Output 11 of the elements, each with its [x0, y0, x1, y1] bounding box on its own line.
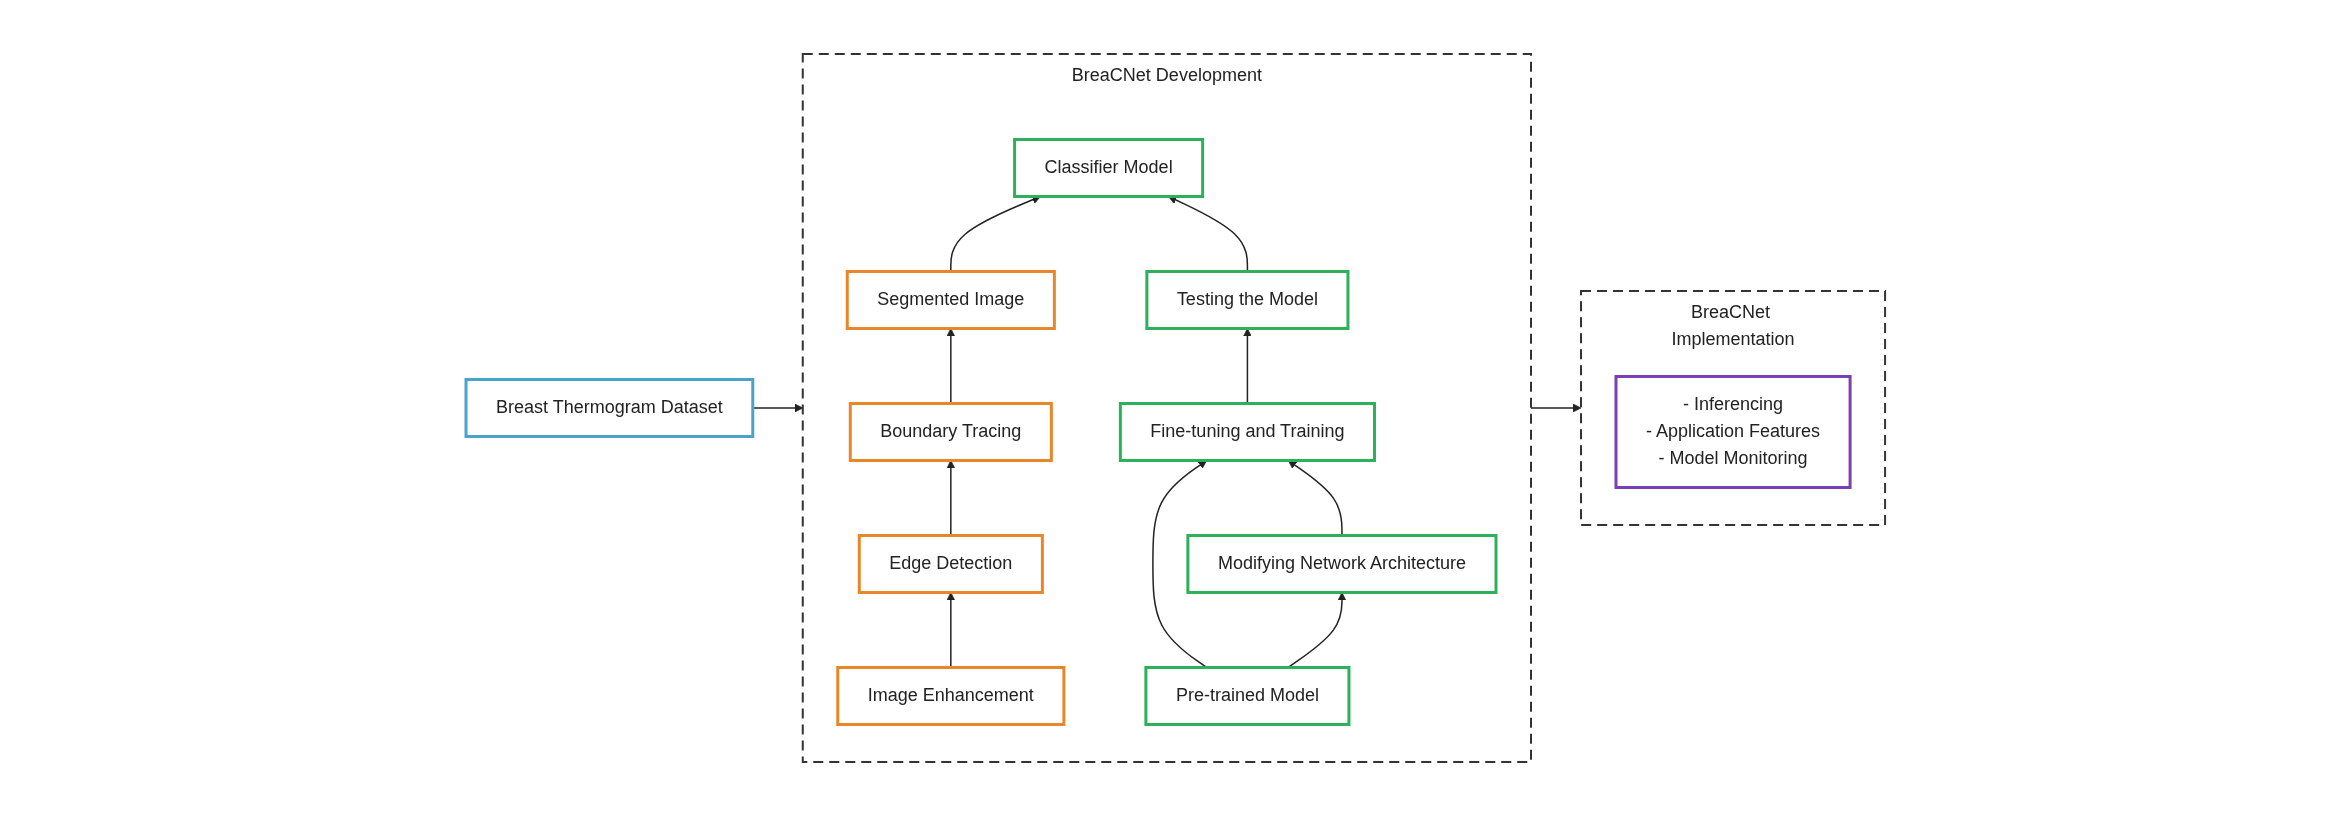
node-box: Pre-trained Model — [1144, 665, 1351, 726]
node-box: Breast Thermogram Dataset — [464, 377, 755, 438]
node-box: Boundary Tracing — [848, 401, 1053, 462]
node-box: Testing the Model — [1145, 269, 1350, 330]
node-box: Image Enhancement — [836, 665, 1066, 726]
node-box: - Inferencing - Application Features - Model Monitoring — [1614, 374, 1852, 489]
node-box: Fine-tuning and Training — [1118, 401, 1376, 462]
node-box: Edge Detection — [857, 533, 1044, 594]
node-box: Modifying Network Architecture — [1186, 533, 1498, 594]
node-box: Segmented Image — [845, 269, 1056, 330]
node-box: Classifier Model — [1013, 137, 1205, 198]
